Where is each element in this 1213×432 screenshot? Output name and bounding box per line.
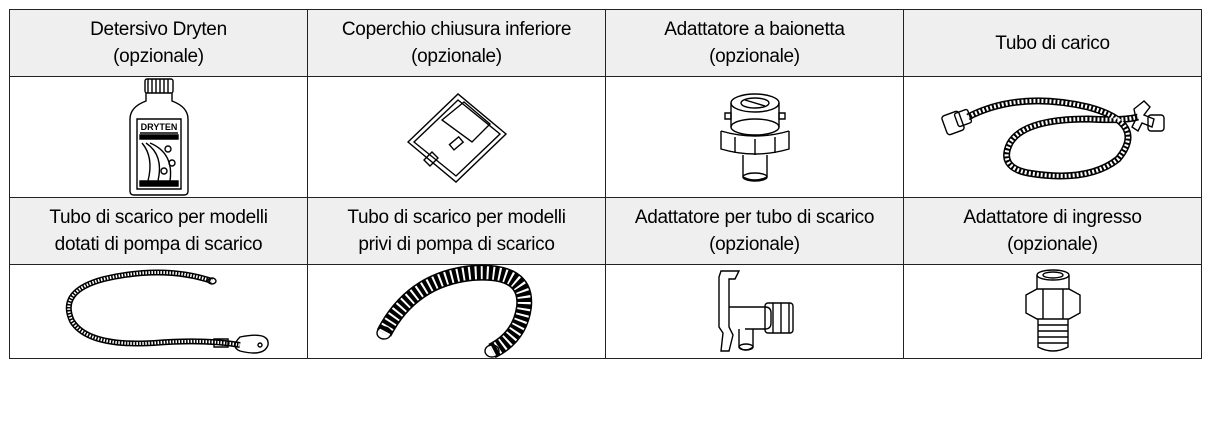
bottom-cover-icon xyxy=(402,90,512,185)
item-note: (opzionale) xyxy=(709,46,800,67)
image-row-1: DRYTEN xyxy=(9,76,1202,198)
item-note: (opzionale) xyxy=(709,234,800,255)
item-name: Tubo di scarico per modelli xyxy=(347,207,566,228)
item-header-drain-hose-adapter: Adattatore per tubo di scarico (opzional… xyxy=(605,197,904,265)
image-row-2 xyxy=(9,264,1202,359)
item-header-inlet-adapter: Adattatore di ingresso (opzionale) xyxy=(903,197,1202,265)
header-row-1: Detersivo Dryten (opzionale) Coperchio c… xyxy=(9,9,1202,77)
item-image-drain-hose-with-pump xyxy=(9,264,308,359)
header-row-2: Tubo di scarico per modelli dotati di po… xyxy=(9,197,1202,265)
item-note: privi di pompa di scarico xyxy=(358,234,555,255)
item-note: dotati di pompa di scarico xyxy=(54,234,263,255)
item-header-drain-hose-without-pump: Tubo di scarico per modelli privi di pom… xyxy=(307,197,606,265)
item-name: Adattatore a baionetta xyxy=(664,19,845,40)
drain-hose-no-pump-icon xyxy=(372,267,542,357)
item-image-bottom-cover xyxy=(307,76,606,198)
drain-hose-adapter-icon xyxy=(705,267,805,357)
item-header-inlet-hose: Tubo di carico xyxy=(903,9,1202,77)
drain-hose-pump-icon xyxy=(44,267,274,357)
item-name: Tubo di scarico per modelli xyxy=(49,207,268,228)
item-image-dryten-detergent: DRYTEN xyxy=(9,76,308,198)
item-header-bottom-cover: Coperchio chiusura inferiore (opzionale) xyxy=(307,9,606,77)
item-name: Adattatore per tubo di scarico xyxy=(634,207,875,228)
item-image-inlet-adapter xyxy=(903,264,1202,359)
item-header-drain-hose-with-pump: Tubo di scarico per modelli dotati di po… xyxy=(9,197,308,265)
item-image-drain-hose-without-pump xyxy=(307,264,606,359)
item-image-drain-hose-adapter xyxy=(605,264,904,359)
item-note: (opzionale) xyxy=(113,46,204,67)
item-name: Adattatore di ingresso xyxy=(963,207,1142,228)
item-note: (opzionale) xyxy=(411,46,502,67)
detergent-bottle-icon: DRYTEN xyxy=(124,77,194,197)
item-header-dryten-detergent: Detersivo Dryten (opzionale) xyxy=(9,9,308,77)
item-name: Detersivo Dryten xyxy=(90,19,227,40)
item-header-bayonet-adapter: Adattatore a baionetta (opzionale) xyxy=(605,9,904,77)
item-name: Tubo di carico xyxy=(995,32,1110,54)
inlet-hose-icon xyxy=(938,87,1168,187)
bayonet-adapter-icon xyxy=(715,87,795,187)
item-note: (opzionale) xyxy=(1007,234,1098,255)
accessories-table: Detersivo Dryten (opzionale) Coperchio c… xyxy=(9,9,1202,359)
item-image-bayonet-adapter xyxy=(605,76,904,198)
item-name: Coperchio chiusura inferiore xyxy=(341,19,572,40)
inlet-adapter-icon xyxy=(1018,267,1088,357)
item-image-inlet-hose xyxy=(903,76,1202,198)
bottle-label: DRYTEN xyxy=(140,122,177,132)
